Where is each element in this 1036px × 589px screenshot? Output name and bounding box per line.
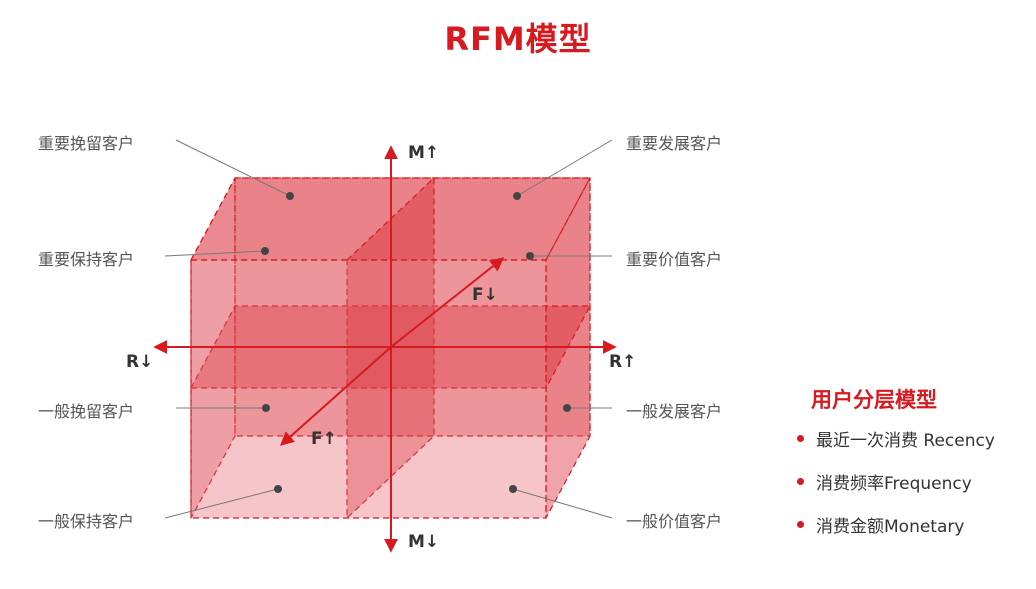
axis-label-f-back: F↓: [472, 285, 498, 305]
dot-top-left-back: [286, 192, 294, 200]
axis-label-m-up: M↑: [408, 143, 440, 163]
legend-item-label: 消费频率Frequency: [816, 474, 972, 494]
dot-top-right-front: [526, 252, 534, 260]
axis-label-r-right: R↑: [609, 352, 637, 372]
axis-label-r-left: R↓: [126, 352, 154, 372]
legend-item-label: 消费金额Monetary: [816, 517, 965, 537]
segment-label-general-retain: 一般挽留客户: [38, 402, 135, 421]
f-axis-back: [390, 257, 505, 348]
dot-bottom-right-back: [563, 404, 571, 412]
legend-item-monetary: 消费金额Monetary: [797, 512, 1027, 537]
dot-bottom-left-back: [262, 404, 270, 412]
axis-label-f-front: F↑: [311, 429, 337, 449]
bullet-icon: [797, 521, 804, 528]
legend-panel: 用户分层模型 最近一次消费 Recency 消费频率Frequency 消费金额…: [797, 384, 1027, 555]
dot-top-left-front: [261, 247, 269, 255]
axis-label-m-down: M↓: [408, 532, 440, 552]
segment-label-important-keep: 重要保持客户: [38, 250, 135, 269]
bullet-icon: [797, 435, 804, 442]
dot-top-right-back: [513, 192, 521, 200]
segment-label-important-value: 重要价值客户: [626, 250, 723, 269]
legend-item-label: 最近一次消费 Recency: [816, 431, 995, 451]
segment-label-general-develop: 一般发展客户: [626, 402, 723, 421]
segment-label-general-keep: 一般保持客户: [38, 512, 135, 531]
legend-item-frequency: 消费频率Frequency: [797, 469, 1027, 494]
bullet-icon: [797, 478, 804, 485]
cube-front-face: [190, 259, 547, 519]
dot-bottom-right-front: [509, 485, 517, 493]
dot-bottom-left-front: [274, 485, 282, 493]
segment-label-general-value: 一般价值客户: [626, 512, 723, 531]
f-axis-front: [279, 346, 392, 446]
legend-item-recency: 最近一次消费 Recency: [797, 426, 1027, 451]
page-title: RFM模型: [444, 20, 592, 58]
segment-label-important-develop: 重要发展客户: [626, 134, 723, 153]
legend-title: 用户分层模型: [811, 388, 937, 412]
segment-label-important-retain: 重要挽留客户: [38, 134, 135, 153]
